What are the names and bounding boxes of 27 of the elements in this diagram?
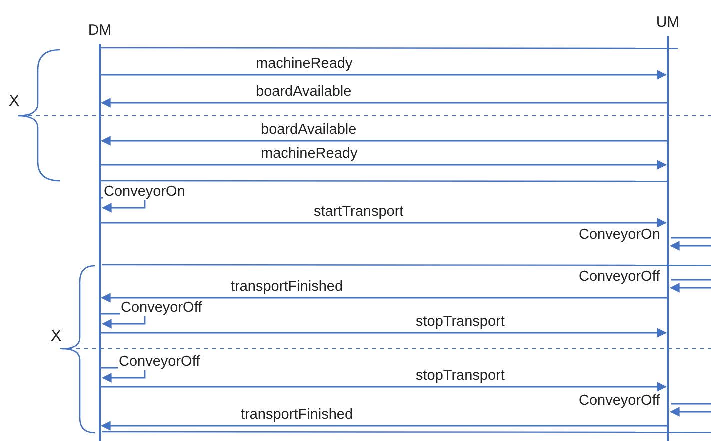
message-label: ConveyorOn xyxy=(103,184,186,200)
message-arrow xyxy=(101,98,667,108)
lifeline-label: UM xyxy=(655,14,681,31)
message-arrow xyxy=(670,403,711,417)
message-arrow xyxy=(670,279,711,293)
lifeline-label: DM xyxy=(87,22,113,39)
message-label: ConveyorOff xyxy=(578,393,662,409)
message-label: machineReady xyxy=(260,146,359,162)
message-label: ConveyorOn xyxy=(578,227,662,243)
message-arrow xyxy=(670,237,711,251)
message-arrow xyxy=(101,136,667,146)
message-arrow xyxy=(101,218,667,228)
message-label: stopTransport xyxy=(415,368,506,384)
message-label: stopTransport xyxy=(415,314,506,330)
message-label: startTransport xyxy=(313,204,405,220)
message-label: ConveyorOff xyxy=(120,300,204,316)
message-arrow xyxy=(101,160,667,170)
message-arrow xyxy=(101,421,667,431)
message-label: ConveyorOff xyxy=(118,354,202,370)
message-label: transportFinished xyxy=(230,279,344,295)
message-arrow xyxy=(101,382,667,392)
message-arrow xyxy=(101,293,667,303)
message-label: machineReady xyxy=(255,56,354,72)
message-label: ConveyorOff xyxy=(578,269,662,285)
message-arrow xyxy=(101,328,667,338)
message-label: transportFinished xyxy=(240,407,354,423)
message-arrow xyxy=(101,70,667,80)
